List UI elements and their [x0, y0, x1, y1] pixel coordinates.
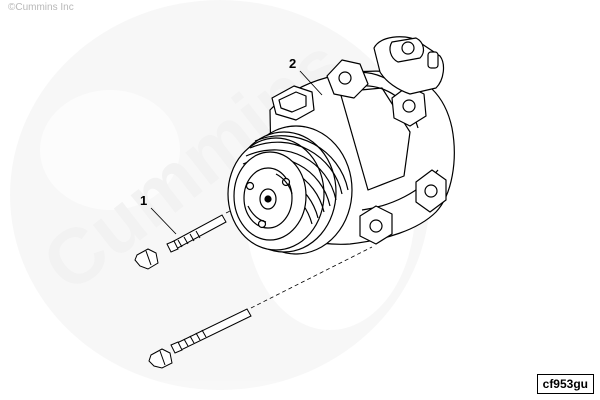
callout-label-1: 1 [140, 193, 148, 208]
leader-line-1 [150, 207, 177, 235]
bolt-upper [134, 214, 227, 270]
figure-code-label: cf953gu [536, 374, 594, 394]
leader-lines [150, 70, 323, 235]
leader-line-2 [299, 70, 323, 96]
callout-label-2: 2 [289, 56, 297, 71]
copyright-text: ©Cummins Inc [8, 2, 74, 13]
bolt-lower [148, 308, 252, 369]
ac-compressor [227, 36, 455, 255]
